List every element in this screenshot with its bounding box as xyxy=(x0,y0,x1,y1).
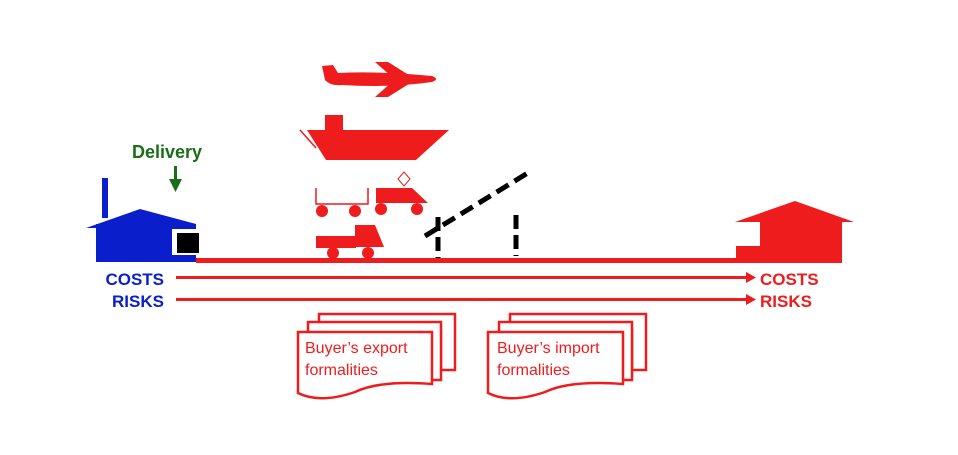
airplane-icon xyxy=(322,62,436,97)
seller-costs-label: COSTS xyxy=(105,270,164,289)
costs-arrow xyxy=(176,272,756,283)
buyer-costs-label: COSTS xyxy=(760,270,819,289)
house-icon xyxy=(660,201,854,263)
export-formalities-line1: Buyer’s export xyxy=(305,340,408,357)
risks-arrow xyxy=(176,294,756,305)
truck-icon xyxy=(316,225,384,259)
export-formalities-line2: formalities xyxy=(305,362,378,379)
import-formalities-line1: Buyer’s import xyxy=(497,340,600,357)
arrow-down-icon xyxy=(169,166,182,192)
train-icon xyxy=(315,171,428,217)
export-formalities-label: Buyer’s export formalities xyxy=(305,338,408,382)
seller-risks-label: RISKS xyxy=(112,292,164,311)
import-formalities-label: Buyer’s import formalities xyxy=(497,338,600,382)
factory-icon xyxy=(86,178,200,262)
buyer-risks-label: RISKS xyxy=(760,292,812,311)
border-barrier-icon xyxy=(423,168,533,258)
document-stack-icon xyxy=(486,312,648,400)
import-formalities-line2: formalities xyxy=(497,362,570,379)
delivery-label: Delivery xyxy=(132,142,203,162)
ship-icon xyxy=(299,115,449,160)
document-stack-icon xyxy=(296,312,457,400)
transport-route-line xyxy=(196,258,766,263)
